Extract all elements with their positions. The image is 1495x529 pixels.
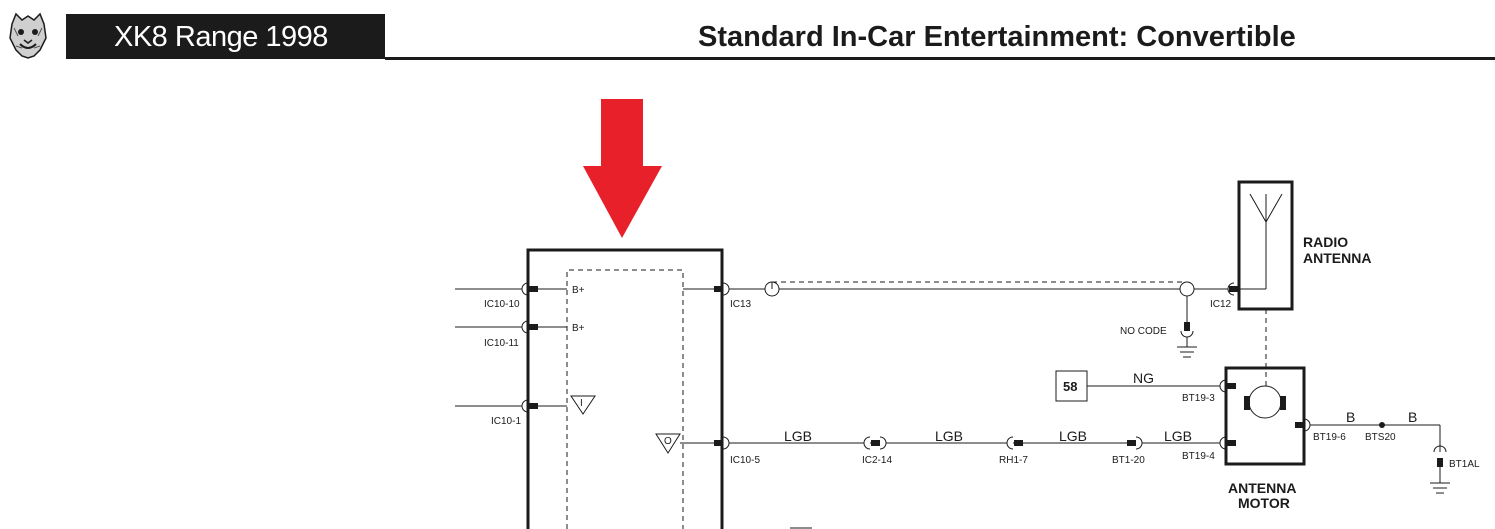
signal-in-symbol: I (580, 398, 583, 409)
connector-label: IC2-14 (862, 455, 892, 466)
connector-ic2-14 (863, 436, 887, 450)
connector-bt1-20 (1127, 436, 1143, 450)
jaguar-logo-icon (9, 12, 47, 59)
connector-label: RH1-7 (999, 455, 1028, 466)
pin-label-ic10-10: IC10-10 (484, 299, 520, 310)
pin-ic10-11 (455, 320, 567, 334)
pin-label-ic13: IC13 (730, 299, 752, 310)
antenna-icon (1249, 193, 1283, 289)
antenna-motor-label: ANTENNA (1228, 480, 1296, 496)
marker-arrow-icon (583, 99, 662, 238)
wire-color-b: B (1346, 409, 1355, 425)
supply-label: B+ (572, 285, 585, 296)
signal-in-triangle-icon (570, 395, 596, 415)
motor-icon (1244, 385, 1286, 419)
wire-color-b: B (1408, 409, 1417, 425)
pin-label-bt19-3: BT19-3 (1182, 393, 1215, 404)
reference-box (1055, 370, 1088, 402)
wire-color-lgb: LGB (1164, 428, 1192, 444)
model-range-title: XK8 Range 1998 (114, 21, 328, 53)
ground-label: BT1AL (1449, 459, 1480, 470)
reference-box-number: 58 (1063, 379, 1077, 394)
radio-antenna-label: ANTENNA (1303, 250, 1371, 266)
wire-color-lgb: LGB (935, 428, 963, 444)
pin-label-ic10-5: IC10-5 (730, 455, 760, 466)
pin-label-bt19-6: BT19-6 (1313, 432, 1346, 443)
pin-ic10-1 (455, 399, 567, 413)
signal-out-symbol: O (664, 436, 672, 447)
wire-color-lgb: LGB (1059, 428, 1087, 444)
signal-out-triangle-icon (655, 433, 681, 454)
shield-ground-label: NO CODE (1120, 326, 1167, 337)
antenna-motor-box (1224, 366, 1306, 466)
wire-color-lgb: LGB (784, 428, 812, 444)
page-title: Standard In-Car Entertainment: Convertib… (698, 21, 1296, 53)
connector-label: BT1-20 (1112, 455, 1145, 466)
antenna-motor-label: MOTOR (1238, 495, 1290, 511)
entertainment-module-box (526, 248, 724, 529)
splice-label: BTS20 (1365, 432, 1396, 443)
supply-label: B+ (572, 323, 585, 334)
wire-color-ng: NG (1133, 370, 1154, 386)
radio-antenna-label: RADIO (1303, 234, 1348, 250)
pin-ic10-10 (455, 282, 567, 296)
header-rule (385, 57, 1495, 60)
pin-label-ic10-11: IC10-11 (484, 338, 519, 349)
model-range-banner: XK8 Range 1998 (66, 14, 385, 59)
connector-rh1-7 (1006, 436, 1023, 450)
pin-label-bt19-4: BT19-4 (1182, 451, 1215, 462)
pin-label-ic10-1: IC10-1 (491, 416, 521, 427)
module-inner-dashed-box (566, 269, 684, 529)
pin-label-ic12: IC12 (1210, 299, 1232, 310)
